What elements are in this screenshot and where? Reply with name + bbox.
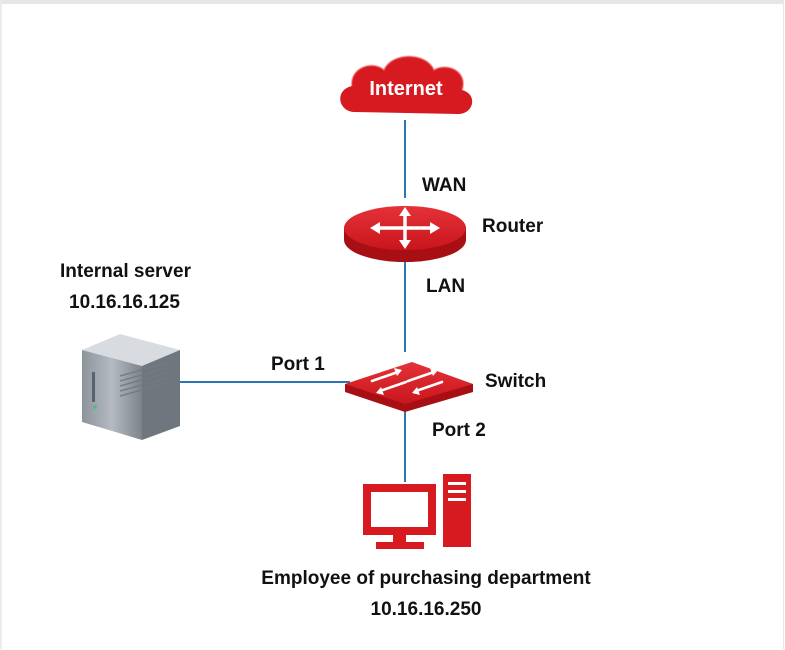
router-label: Router <box>482 216 544 237</box>
wan-port-label: WAN <box>422 175 467 196</box>
cloud-icon <box>340 55 473 114</box>
server-icon <box>82 334 180 440</box>
server-title: Internal server <box>60 261 191 282</box>
port2-label: Port 2 <box>432 420 486 441</box>
employee-title: Employee of purchasing department <box>261 568 591 589</box>
port1-label: Port 1 <box>271 354 325 375</box>
server-ip: 10.16.16.125 <box>69 292 180 313</box>
switch-label: Switch <box>485 371 547 392</box>
employee-ip: 10.16.16.250 <box>370 599 482 620</box>
computer-icon <box>363 474 471 549</box>
internet-label: Internet <box>369 78 443 100</box>
lan-port-label: LAN <box>426 276 466 297</box>
switch-icon <box>345 362 473 412</box>
router-icon <box>344 206 466 262</box>
